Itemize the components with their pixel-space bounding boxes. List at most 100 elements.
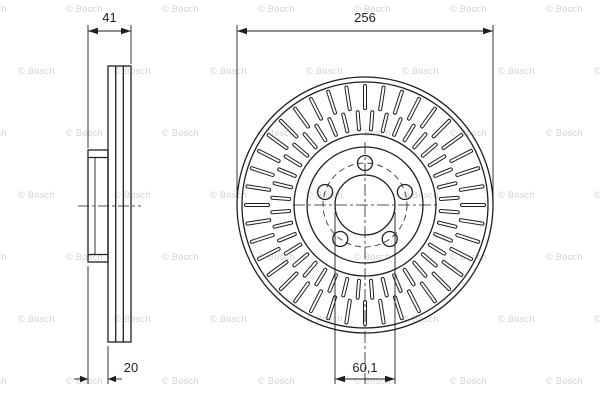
vent-slot — [250, 167, 274, 176]
dimension-label-outer-diameter: 256 — [354, 10, 376, 25]
bosch-watermark-text: © Bosch — [354, 376, 391, 386]
bolt-hole — [316, 183, 334, 201]
vent-slot — [450, 248, 472, 260]
vent-slot — [246, 219, 271, 225]
bosch-watermark-text: © Bosch — [210, 190, 247, 200]
bosch-watermark-text: © Bosch — [210, 66, 247, 76]
bosch-watermark-text: © Bosch — [498, 190, 535, 200]
bosch-watermark-text: © Bosch — [66, 4, 103, 14]
bosch-watermark-text: © Bosch — [18, 314, 55, 324]
bosch-watermark-text: © Bosch — [18, 66, 55, 76]
vent-slot — [459, 219, 484, 225]
vent-slot — [450, 150, 472, 162]
vent-slot — [267, 134, 288, 149]
vent-slot — [267, 261, 288, 276]
dimension-hat-height — [74, 266, 122, 384]
bosch-watermark-text: © Bosch — [402, 314, 439, 324]
vent-slot — [279, 272, 298, 291]
vent-slot-pattern — [244, 84, 486, 326]
center-marks — [293, 142, 437, 384]
vent-slot — [428, 243, 446, 255]
vent-slot — [413, 261, 427, 277]
vent-slot — [294, 107, 309, 128]
vent-slot — [310, 290, 322, 312]
vent-slot — [456, 234, 480, 243]
vent-slot — [421, 253, 437, 267]
vent-slot — [328, 118, 337, 136]
bolt-hole — [396, 183, 414, 201]
bosch-watermark-text: © Bosch — [594, 314, 600, 324]
vent-slot — [370, 111, 374, 131]
vent-slot — [434, 233, 452, 242]
bosch-watermark-text: © Bosch — [66, 376, 103, 386]
vent-slot — [381, 113, 388, 133]
bosch-watermark-text: © Bosch — [258, 252, 295, 262]
arrowheads — [237, 27, 493, 35]
vent-slot — [356, 279, 360, 299]
arrowheads — [88, 27, 131, 35]
bosch-watermark-text: © Bosch — [594, 190, 600, 200]
vent-slot — [310, 98, 322, 120]
bosch-watermark-text: © Bosch — [546, 376, 583, 386]
vent-slot — [442, 261, 463, 276]
bosch-watermark-text: © Bosch — [162, 4, 199, 14]
bosch-watermark-text: © Bosch — [0, 128, 7, 138]
vent-slot — [293, 143, 309, 157]
vent-slot — [278, 233, 296, 242]
vent-slot — [294, 282, 309, 303]
vent-slot — [342, 113, 349, 133]
vent-slot — [278, 168, 296, 177]
vent-slot — [432, 119, 451, 138]
bosch-watermark-text: © Bosch — [594, 66, 600, 76]
bosch-watermark-text: © Bosch — [450, 4, 487, 14]
vent-slot — [403, 124, 415, 142]
bosch-watermark-text: © Bosch — [258, 376, 295, 386]
dimension-label-total-width: 41 — [102, 10, 116, 25]
dimension-label-center-bore: 60,1 — [352, 360, 377, 375]
vent-slot — [271, 196, 291, 200]
friction-ring-outline — [107, 65, 132, 343]
vent-slot — [459, 185, 484, 191]
bolt-hole — [381, 230, 398, 248]
bosch-watermark-text: © Bosch — [114, 190, 151, 200]
bosch-watermark-text: © Bosch — [498, 66, 535, 76]
bosch-watermark-text: © Bosch — [18, 190, 55, 200]
bosch-watermark-text: © Bosch — [546, 4, 583, 14]
vent-slot — [250, 234, 274, 243]
vent-slot — [456, 167, 480, 176]
bosch-watermark-text: © Bosch — [258, 128, 295, 138]
vent-slot — [437, 221, 457, 228]
dimension-outer-diameter — [236, 25, 494, 203]
bosch-watermark-text: © Bosch — [162, 128, 199, 138]
bosch-watermark-text: © Bosch — [402, 190, 439, 200]
vent-slot — [315, 268, 327, 286]
vent-slot — [342, 277, 349, 297]
vent-slot — [327, 296, 336, 320]
vent-slot — [421, 282, 436, 303]
vent-slot — [279, 119, 298, 138]
vent-slot — [327, 90, 336, 114]
vent-slot — [439, 196, 459, 200]
bosch-watermark-text: © Bosch — [546, 128, 583, 138]
bosch-watermark-text: © Bosch — [354, 128, 391, 138]
vent-slot — [408, 290, 420, 312]
bosch-watermark-text: © Bosch — [546, 252, 583, 262]
bosch-watermark-text: © Bosch — [402, 66, 439, 76]
vent-slot — [439, 210, 459, 214]
vent-slot — [370, 279, 374, 299]
arrowheads — [80, 375, 116, 383]
vent-slot — [356, 111, 360, 131]
bosch-watermark-text: © Bosch — [354, 4, 391, 14]
bosch-watermark-text: © Bosch — [66, 128, 103, 138]
vent-slot — [315, 124, 327, 142]
vent-slot — [393, 118, 402, 136]
vent-slot — [345, 299, 351, 324]
vent-slot — [428, 155, 446, 167]
dimension-total-width — [87, 25, 132, 148]
bosch-watermark-layer: © Bosch © Bosch © Bosch © Bosch © Bosch © Bos… — [0, 4, 600, 386]
vent-slot — [421, 107, 436, 128]
vent-slot — [258, 248, 280, 260]
bosch-watermark-text: © Bosch — [210, 314, 247, 324]
vent-slot — [345, 86, 351, 111]
vent-slot — [413, 133, 427, 149]
